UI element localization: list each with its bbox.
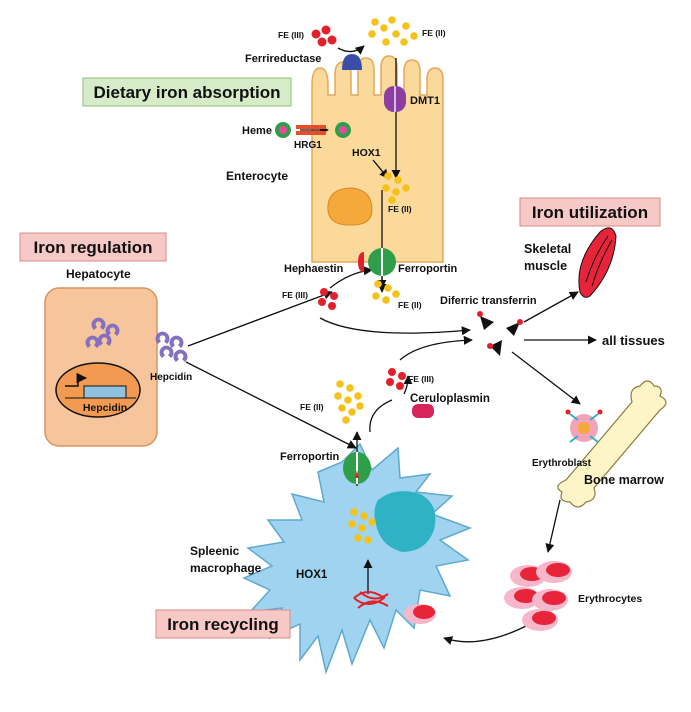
hephaestin-label: Hephaestin	[284, 263, 344, 275]
ferrireductase-label: Ferrireductase	[245, 53, 321, 65]
fe2-cluster-mid	[372, 280, 400, 304]
ferroportin-enterocyte	[368, 248, 396, 276]
fe3-label-mid: FE (III)	[282, 290, 308, 300]
ferrireductase-protein	[342, 54, 362, 70]
ferroportin-enterocyte-label: Ferroportin	[398, 263, 458, 275]
iron-recycling-label: Iron recycling	[167, 615, 278, 634]
hepcidin-cluster-hepatocyte	[85, 317, 120, 348]
hepatocyte-label: Hepatocyte	[66, 267, 131, 281]
fe2-cluster-macro-out	[334, 380, 364, 424]
hox1-macrophage-label: HOX1	[296, 569, 328, 581]
bone-marrow-label: Bone marrow	[584, 473, 664, 487]
splenic-macrophage-label-1: Spleenic	[190, 544, 240, 558]
labels: FE (III) FE (II) Ferrireductase DMT1 Hem…	[66, 28, 665, 605]
fe3-cluster-cerulo	[386, 368, 406, 390]
skeletal-muscle-label-2: muscle	[524, 259, 567, 273]
hepcidin-gene-box	[83, 385, 127, 399]
fe2-label-mid: FE (II)	[398, 300, 422, 310]
enterocyte-label: Enterocyte	[226, 169, 288, 183]
diferric-transferrin-label: Diferric transferrin	[440, 295, 537, 307]
iron-regulation-label: Iron regulation	[34, 238, 153, 257]
erythrocytes-cluster	[504, 561, 572, 631]
ceruloplasmin-label: Ceruloplasmin	[410, 393, 490, 405]
hephaestin-protein	[358, 252, 364, 272]
all-tissues-label: all tissues	[602, 333, 665, 348]
iron-utilization-label: Iron utilization	[532, 203, 648, 222]
dietary-iron-absorption-box: Dietary iron absorption	[82, 77, 292, 107]
skeletal-muscle-label-1: Skeletal	[524, 242, 571, 256]
dietary-iron-absorption-label: Dietary iron absorption	[93, 83, 280, 102]
fe3-label-top: FE (III)	[278, 30, 304, 40]
hepcidin-label: Hepcidin	[150, 372, 192, 383]
bone-icon	[557, 380, 667, 508]
hox1-enterocyte-label: HOX1	[352, 147, 381, 159]
splenic-macrophage-label-2: macrophage	[190, 561, 262, 575]
fe3-cluster-mid	[318, 288, 338, 310]
fe2-label-macro: FE (II)	[300, 402, 324, 412]
fe2-cluster-enterocyte	[382, 172, 410, 204]
hepcidin-cluster-blood	[155, 331, 188, 362]
erythrocyte-entering	[404, 604, 436, 624]
fe3-label-cerulo: FE (III)	[408, 374, 434, 384]
hrg1-label: HRG1	[294, 140, 322, 151]
phagocytosed-erythrocyte	[353, 591, 389, 609]
dmt1-label: DMT1	[410, 95, 440, 107]
fe2-cluster-macro-in	[348, 508, 376, 544]
dmt1-protein	[384, 86, 406, 112]
heme-molecule-right	[335, 122, 351, 138]
hepcidin-gene-label: Hepcidin	[83, 402, 127, 414]
enterocyte-cell	[311, 55, 444, 263]
ferroportin-macrophage-label: Ferroportin	[280, 451, 340, 463]
heme-molecule-left	[275, 122, 291, 138]
heme-label: Heme	[242, 125, 272, 137]
erythroblast-label: Erythroblast	[532, 458, 592, 469]
iron-recycling-box: Iron recycling	[155, 609, 291, 639]
hepatocyte-cell	[44, 287, 158, 447]
enterocyte-nucleus	[327, 187, 373, 226]
erythrocytes-label: Erythrocytes	[578, 593, 642, 605]
iron-utilization-box: Iron utilization	[519, 197, 661, 227]
fe2-label-enterocyte: FE (II)	[388, 204, 412, 214]
iron-regulation-box: Iron regulation	[19, 232, 167, 262]
erythroblast-cell	[565, 409, 603, 443]
ceruloplasmin-protein	[412, 404, 434, 418]
transferrin-cluster	[477, 311, 523, 356]
ferroportin-macrophage	[343, 452, 371, 484]
macrophage-nucleus	[374, 491, 436, 552]
hrg1-transporter	[296, 125, 326, 135]
fe3-cluster-top	[311, 25, 337, 47]
fe2-label-top: FE (II)	[422, 28, 446, 38]
fe2-cluster-top	[368, 16, 418, 46]
skeletal-muscle-icon	[578, 227, 617, 298]
